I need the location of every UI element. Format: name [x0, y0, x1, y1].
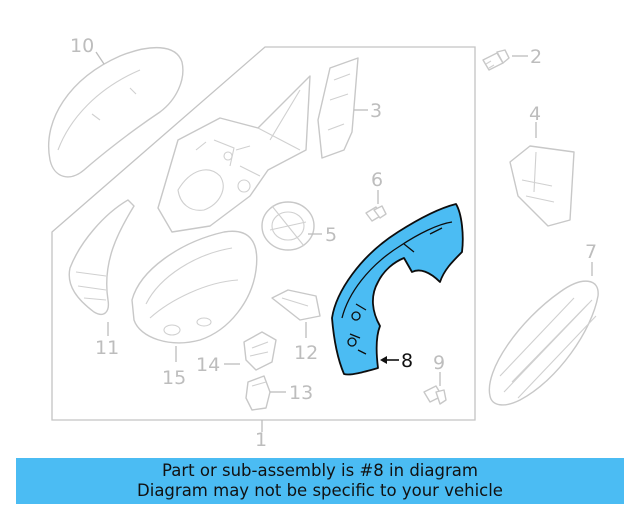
- callout-15: 15: [162, 367, 186, 389]
- leader-8-arrowhead: [380, 356, 387, 364]
- callout-5: 5: [325, 224, 337, 246]
- part-12-bracket: [271, 289, 321, 321]
- callout-11: 11: [95, 337, 119, 359]
- callout-13: 13: [289, 382, 313, 404]
- callout-3: 3: [370, 100, 382, 122]
- part-4-bracket: [509, 145, 575, 227]
- leader-10: [95, 51, 105, 65]
- callout-9: 9: [433, 352, 445, 374]
- info-banner: Part or sub-assembly is #8 in diagram Di…: [16, 458, 624, 504]
- callout-4: 4: [529, 103, 541, 125]
- part-5-motor: [261, 201, 315, 251]
- callout-10: 10: [70, 35, 94, 57]
- part-7-mirror-glass: [488, 280, 599, 406]
- assembly-frame: [51, 46, 476, 421]
- callout-2: 2: [530, 46, 542, 68]
- callout-6: 6: [371, 169, 383, 191]
- part-2-screw: [482, 49, 510, 71]
- part-9-bolt: [423, 385, 447, 405]
- mirror-body-assembly: [157, 75, 311, 233]
- part-3-plate: [317, 57, 359, 159]
- banner-line-disclaimer: Diagram may not be specific to your vehi…: [137, 481, 503, 500]
- part-14-clip: [243, 331, 277, 371]
- part-11-turn-signal: [68, 199, 135, 316]
- callout-7: 7: [585, 241, 597, 263]
- part-13-connector: [245, 375, 271, 411]
- callout-12: 12: [294, 342, 318, 364]
- callout-14: 14: [196, 354, 220, 376]
- callout-8: 8: [401, 350, 413, 372]
- part-6-bolt: [365, 205, 387, 222]
- part-8-highlighted: [331, 203, 464, 376]
- banner-line-part-number: Part or sub-assembly is #8 in diagram: [162, 461, 478, 480]
- part-10-mirror-cap: [48, 46, 184, 178]
- callout-1: 1: [255, 429, 267, 451]
- part-15-housing-cover: [131, 230, 258, 344]
